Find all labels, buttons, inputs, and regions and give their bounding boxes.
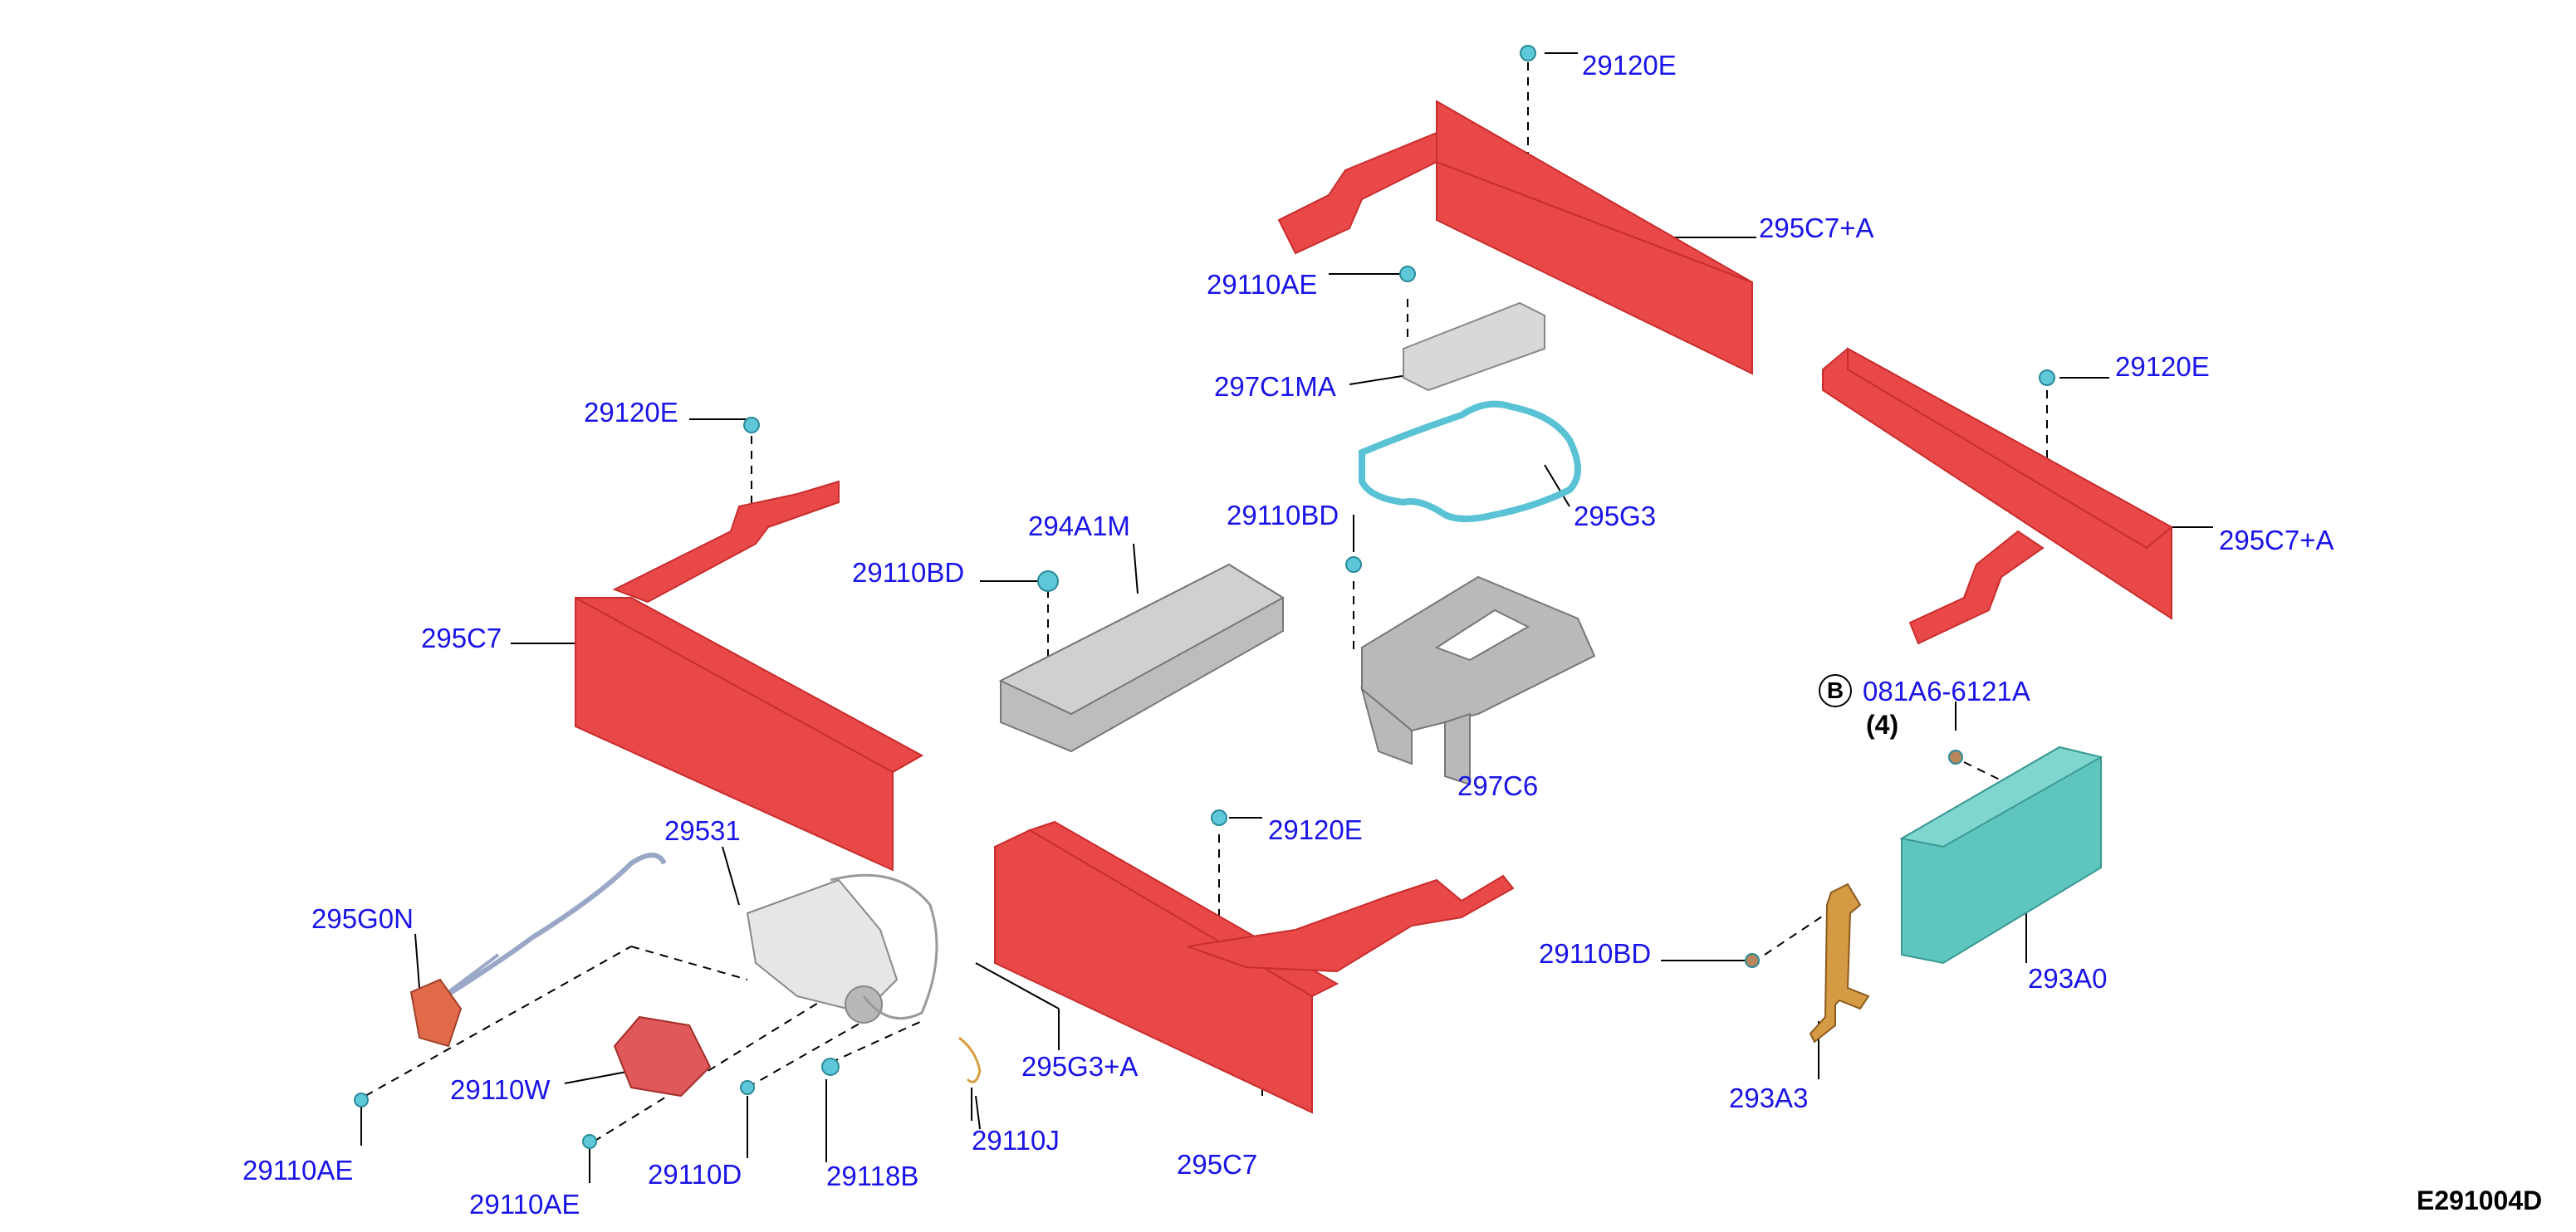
label-294A1M: 294A1M [1028, 511, 1130, 541]
label-29118B: 29118B [826, 1161, 919, 1191]
bolt-29120E-bottom [1211, 809, 1227, 826]
cover-297C1MA [1403, 301, 1545, 392]
label-295G3: 295G3 [1574, 501, 1657, 531]
relay-295G0N [409, 978, 463, 1048]
bracket-293A3 [1809, 882, 1870, 1044]
label-29110AE-top: 29110AE [1207, 269, 1318, 300]
bolt-081A6-6121A [1948, 750, 1963, 765]
label-295G3A: 295G3+A [1021, 1051, 1139, 1082]
panel-295C7A-top [1277, 100, 1753, 375]
bolt-29120E-left [743, 417, 760, 433]
bolt-29110BD-mid [1345, 556, 1362, 573]
fasteners [354, 45, 2055, 1149]
label-295C7-left: 295C7 [421, 623, 502, 653]
clip-29110J [958, 1036, 982, 1083]
bolt-29110AE-top [1399, 266, 1416, 282]
label-297C1MA: 297C1MA [1214, 371, 1336, 402]
connector-29531 [746, 878, 899, 1024]
label-29110W: 29110W [450, 1074, 551, 1105]
gasket-295G3 [1359, 400, 1581, 522]
label-081A6-6121A: 081A6-6121A [1863, 676, 2030, 706]
nut-29118B [821, 1058, 840, 1076]
callout-b-badge: B [1819, 674, 1852, 707]
label-295C7A-right: 295C7+A [2219, 525, 2334, 555]
label-29110D: 29110D [648, 1159, 742, 1190]
label-29110BD-left: 29110BD [852, 557, 965, 588]
bolt-29110AE-left [354, 1093, 369, 1107]
bolt-29110AE-bottom [582, 1134, 597, 1149]
label-29120E-left: 29120E [584, 397, 678, 428]
bracket-297C6 [1360, 575, 1596, 786]
label-29110J: 29110J [972, 1125, 1060, 1156]
label-293A0: 293A0 [2028, 963, 2108, 994]
junction-block-294A1M [998, 563, 1285, 753]
label-29531: 29531 [664, 815, 741, 846]
nut-29110BD-left [1037, 570, 1059, 592]
label-295G0N: 295G0N [311, 903, 414, 934]
label-295C7-bottom: 295C7 [1177, 1149, 1258, 1180]
bolt-29120E-right [2039, 369, 2055, 386]
wire-harness-295G0N [430, 853, 667, 1007]
label-29120E-right: 29120E [2115, 351, 2210, 382]
panel-295C7A-right [1822, 347, 2173, 645]
label-quantity: (4) [1866, 710, 1899, 740]
fuse-holder-29110W [613, 1015, 712, 1098]
panel-295C7-bottom [994, 820, 1515, 1114]
label-29120E-top: 29120E [1582, 50, 1677, 81]
label-295C7A-top: 295C7+A [1759, 213, 1874, 243]
bolt-29120E-top [1520, 45, 1536, 61]
ecu-293A0 [1899, 746, 2103, 965]
bolt-29110BD-right [1745, 953, 1760, 968]
label-29110BD-right: 29110BD [1539, 938, 1652, 969]
label-29110AE-bottom: 29110AE [469, 1189, 580, 1220]
gasket-295G3A [830, 873, 938, 1020]
label-293A3: 293A3 [1729, 1083, 1809, 1113]
label-29110AE-left: 29110AE [242, 1155, 354, 1186]
diagram-code: E291004D [2417, 1186, 2543, 1215]
panel-295C7-left [575, 480, 924, 872]
label-297C6: 297C6 [1457, 770, 1539, 801]
bolt-29110D [740, 1080, 755, 1095]
label-29110BD-mid: 29110BD [1227, 500, 1339, 530]
label-29120E-bottom: 29120E [1268, 814, 1363, 845]
